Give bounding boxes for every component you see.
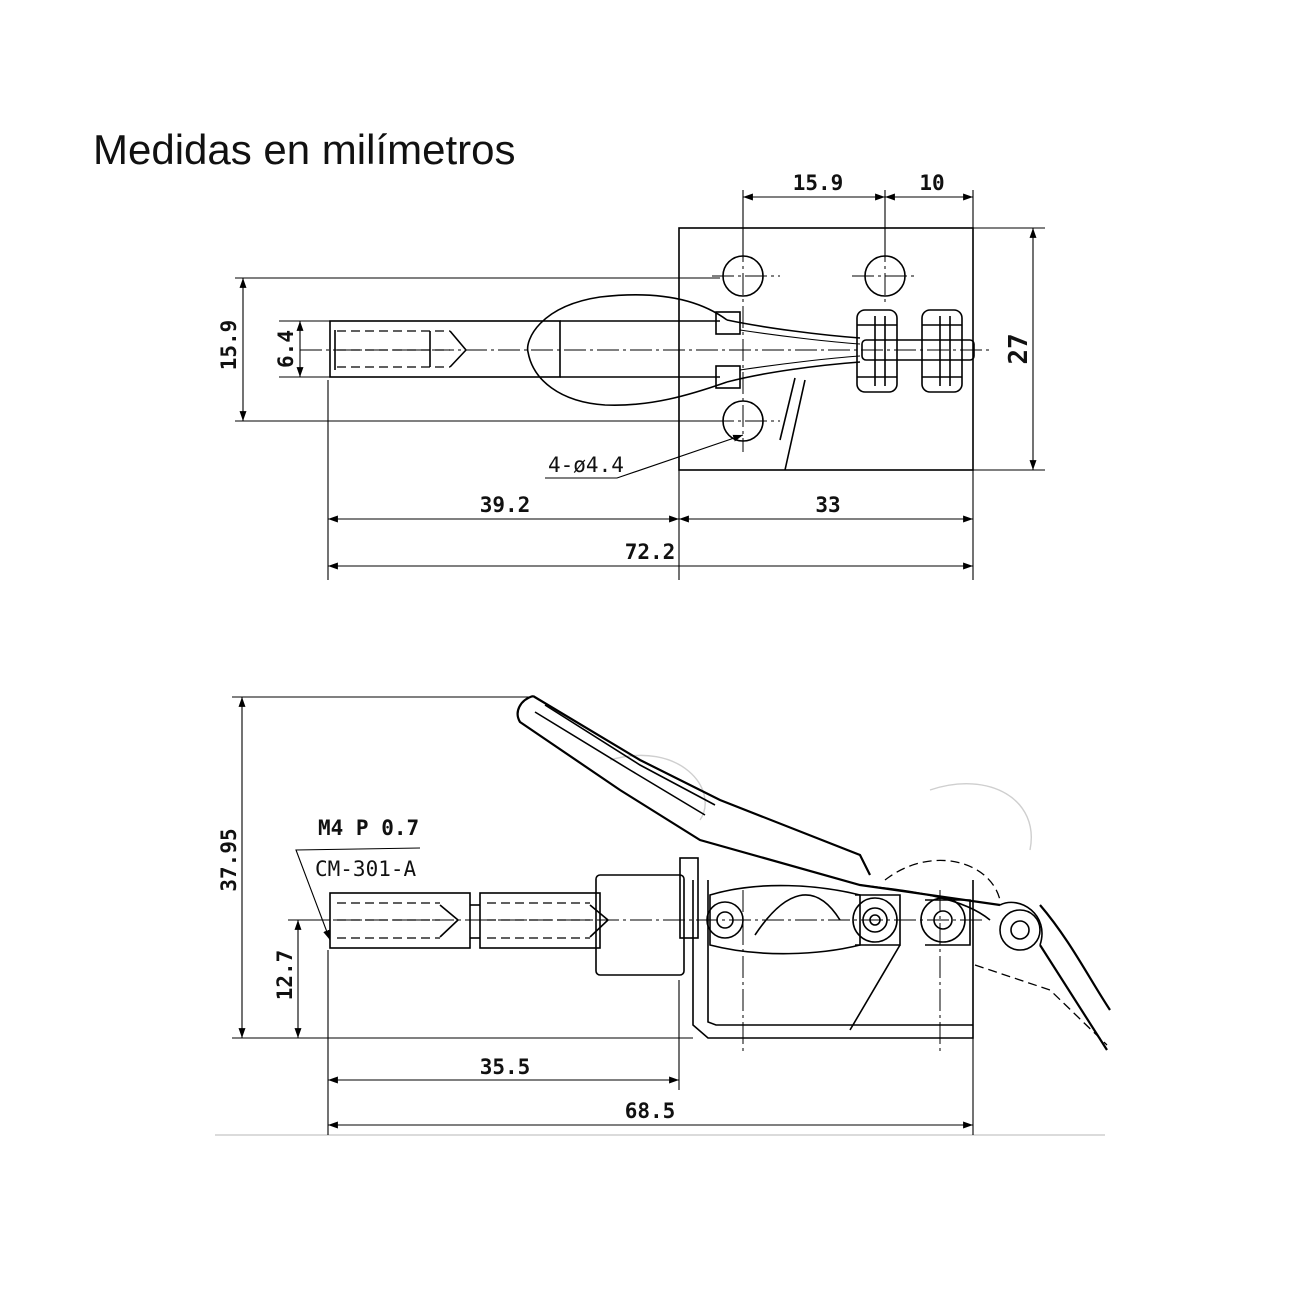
linkage-clevis bbox=[856, 309, 898, 393]
handle-arm bbox=[516, 694, 1001, 907]
dim-base-length: 33 bbox=[815, 493, 840, 517]
pivot-pin bbox=[706, 901, 744, 939]
dim-left-height: 15.9 bbox=[217, 320, 241, 371]
dim-rod-length: 39.2 bbox=[480, 493, 531, 517]
dim-total-length: 68.5 bbox=[625, 1099, 676, 1123]
dim-total-length: 72.2 bbox=[625, 540, 676, 564]
base-plate-outline bbox=[678, 227, 974, 471]
thread-note: M4 P 0.7 bbox=[318, 816, 419, 840]
dim-rod-height: 12.7 bbox=[273, 950, 297, 1001]
model-note: CM-301-A bbox=[315, 857, 417, 881]
dim-total-height: 37.95 bbox=[217, 828, 241, 891]
linkage-clevis bbox=[921, 309, 963, 393]
base-bracket bbox=[692, 880, 974, 1039]
dim-rod-length: 35.5 bbox=[480, 1055, 531, 1079]
hole-note: 4-ø4.4 bbox=[548, 453, 624, 477]
dim-right-height: 27 bbox=[1004, 333, 1034, 364]
pivot-pin bbox=[852, 897, 898, 943]
pivot-pin bbox=[999, 909, 1041, 951]
plunger-rod bbox=[329, 320, 561, 378]
dim-rod-diameter: 6.4 bbox=[274, 330, 298, 368]
page-title: Medidas en milímetros bbox=[93, 126, 516, 173]
handle-grip bbox=[526, 294, 728, 407]
plunger-housing bbox=[595, 874, 685, 976]
side-view: M4 P 0.7 CM-301-A 37.95 12.7 35.5 68.5 bbox=[215, 694, 1111, 1136]
dim-top-right: 10 bbox=[919, 171, 944, 195]
top-view: 15.9 10 15.9 6.4 27 4-ø4.4 39.2 33 72.2 bbox=[217, 171, 1045, 580]
dim-top-span: 15.9 bbox=[793, 171, 844, 195]
